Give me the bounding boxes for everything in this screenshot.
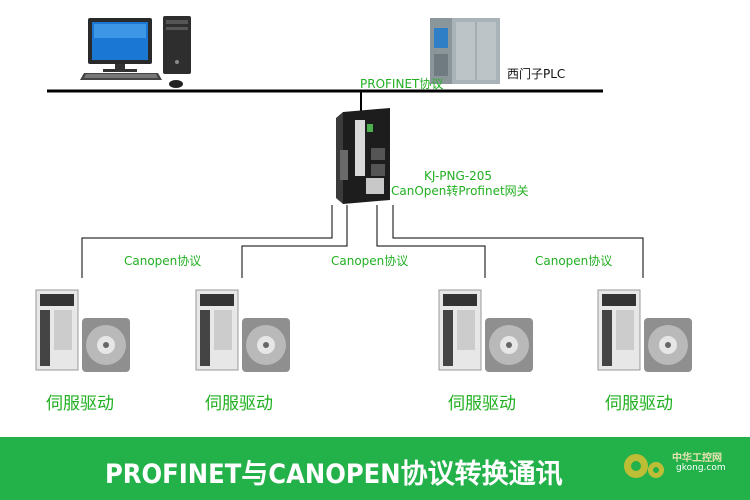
canopen-wiring bbox=[81, 205, 644, 278]
servo-unit-3 bbox=[438, 289, 533, 372]
servo-drive-label-4: 伺服驱动 bbox=[605, 394, 673, 414]
gateway-model-label: KJ-PNG-205 bbox=[424, 169, 493, 183]
gateway-device-icon bbox=[336, 108, 390, 204]
plc-device-icon bbox=[430, 18, 500, 84]
servo-drive-label-1: 伺服驱动 bbox=[46, 394, 114, 414]
servo-drive-label-3: 伺服驱动 bbox=[448, 394, 516, 414]
servo-unit-4 bbox=[597, 289, 692, 372]
canopen-label-3: Canopen协议 bbox=[535, 254, 613, 268]
watermark-text: 中华工控网 bbox=[672, 453, 722, 464]
profinet-bus-label: PROFINET协议 bbox=[360, 77, 444, 91]
servo-unit-1 bbox=[35, 289, 130, 372]
servo-unit-2 bbox=[195, 289, 290, 372]
canopen-label-1: Canopen协议 bbox=[124, 254, 202, 268]
banner-title: PROFINET与CANOPEN协议转换通讯 bbox=[105, 459, 563, 490]
servo-drive-label-2: 伺服驱动 bbox=[205, 394, 273, 414]
gateway-desc-label: CanOpen转Profinet网关 bbox=[391, 184, 529, 198]
canopen-label-2: Canopen协议 bbox=[331, 254, 409, 268]
computer-icon bbox=[80, 16, 191, 88]
plc-label: 西门子PLC bbox=[507, 67, 566, 81]
watermark-url: gkong.com bbox=[676, 463, 726, 473]
